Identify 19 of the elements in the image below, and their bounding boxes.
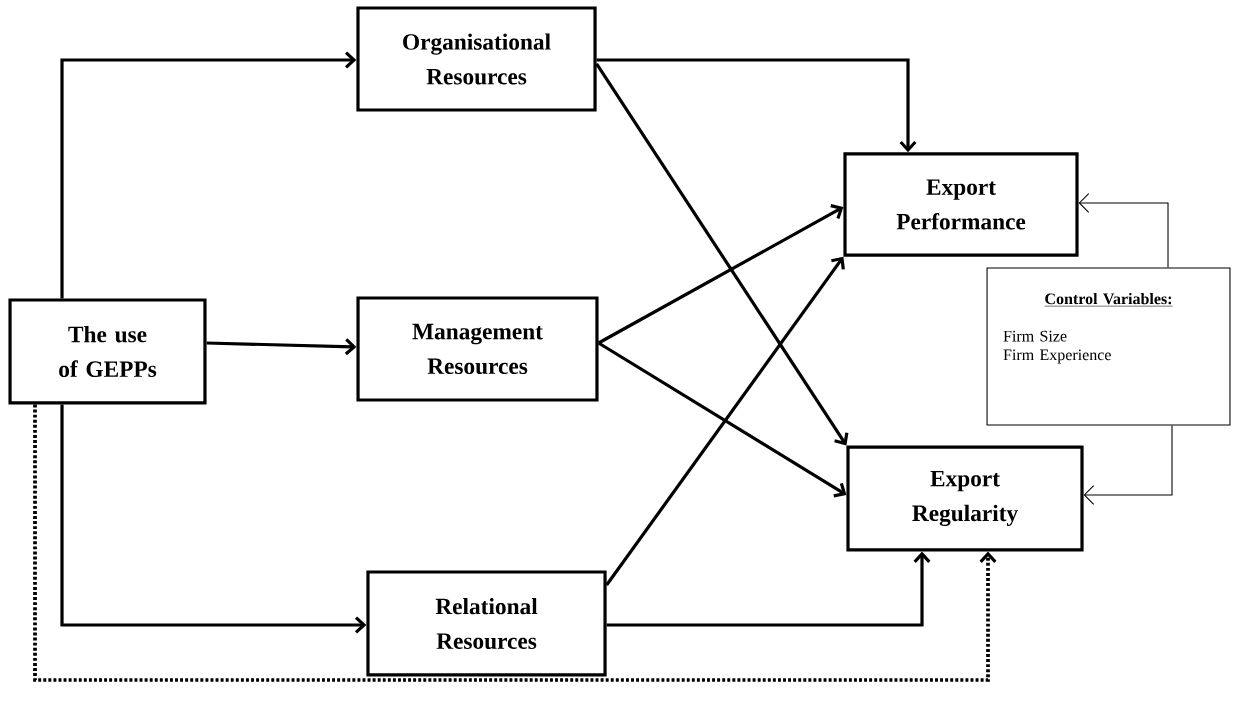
arrow <box>597 204 844 345</box>
arrow <box>596 58 917 153</box>
construct-box: The use of GEPPs <box>8 298 207 405</box>
control-arrow <box>1078 193 1169 268</box>
arrow <box>605 256 845 586</box>
arrow <box>595 63 849 446</box>
construct-box: Relational Resources <box>366 570 607 677</box>
arrow <box>60 51 357 299</box>
construct-box: Organisational Resources <box>356 6 597 112</box>
construct-box: Export Performance <box>843 152 1079 257</box>
arrow <box>606 551 931 627</box>
construct-box: Management Resources <box>356 296 599 402</box>
arrow <box>597 341 847 498</box>
control-arrow <box>1083 425 1173 505</box>
construct-box: Export Regularity <box>846 445 1084 552</box>
dotted-arrow <box>33 404 997 682</box>
arrow <box>60 404 367 634</box>
arrow <box>206 338 357 356</box>
variables-box: Control Variables: Firm Size Firm Experience <box>986 267 1231 426</box>
